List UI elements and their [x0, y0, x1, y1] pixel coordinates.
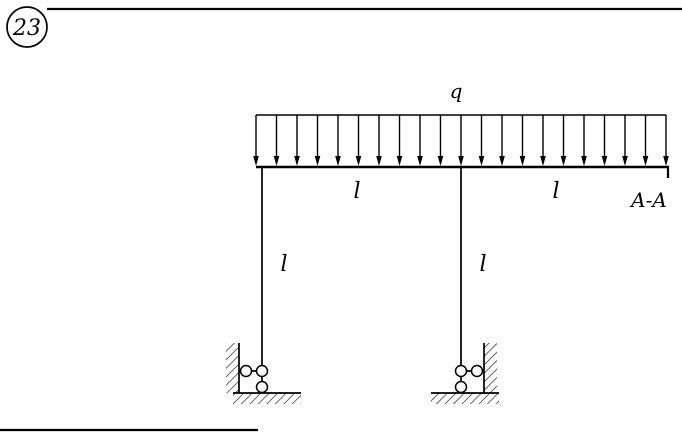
left-ground-hatching — [233, 393, 301, 404]
load-arrow — [663, 115, 669, 166]
load-arrow — [417, 115, 423, 166]
load-arrow — [478, 115, 485, 166]
problem-number-text: 23 — [12, 16, 41, 41]
load-arrow — [622, 115, 628, 166]
load-arrow — [335, 115, 341, 166]
right-column: l — [460, 167, 487, 365]
load-arrow — [458, 115, 464, 166]
left-support — [226, 343, 301, 404]
load-arrow — [437, 115, 444, 166]
distributed-load-label: q — [450, 79, 463, 103]
load-arrow — [314, 115, 321, 166]
left-column: l — [261, 167, 288, 365]
left-ground-pin — [255, 380, 269, 394]
load-arrow — [376, 115, 382, 166]
right-support — [431, 343, 499, 404]
right-column-pin — [454, 364, 468, 378]
left-column-label: l — [280, 252, 287, 277]
section-label: A-A — [629, 188, 667, 212]
right-ground-pin — [454, 380, 468, 394]
load-arrow — [642, 115, 649, 166]
left-wall-pin — [239, 364, 253, 378]
load-arrow — [273, 115, 280, 166]
left-column-pin — [255, 364, 269, 378]
right-wall-hatching — [484, 343, 497, 393]
span-right-label: l — [552, 179, 559, 204]
span-left-label: l — [353, 179, 360, 204]
load-arrow — [519, 115, 526, 166]
distributed-load-arrows — [253, 115, 669, 166]
load-arrow — [294, 115, 300, 166]
load-arrow — [560, 115, 567, 166]
load-arrow — [396, 115, 403, 166]
distributed-load: q — [253, 79, 669, 166]
load-arrow — [601, 115, 608, 166]
beam — [256, 165, 670, 178]
load-arrow — [253, 115, 259, 166]
left-wall-hatching — [226, 343, 239, 393]
load-arrow — [355, 115, 362, 166]
problem-number-badge: 23 — [6, 6, 48, 48]
load-arrow — [540, 115, 546, 166]
load-arrow — [581, 115, 587, 166]
right-wall-pin — [470, 364, 484, 378]
right-column-label: l — [479, 252, 486, 277]
right-ground-hatching — [431, 393, 499, 404]
load-arrow — [499, 115, 505, 166]
problem-number-circle — [6, 6, 48, 48]
